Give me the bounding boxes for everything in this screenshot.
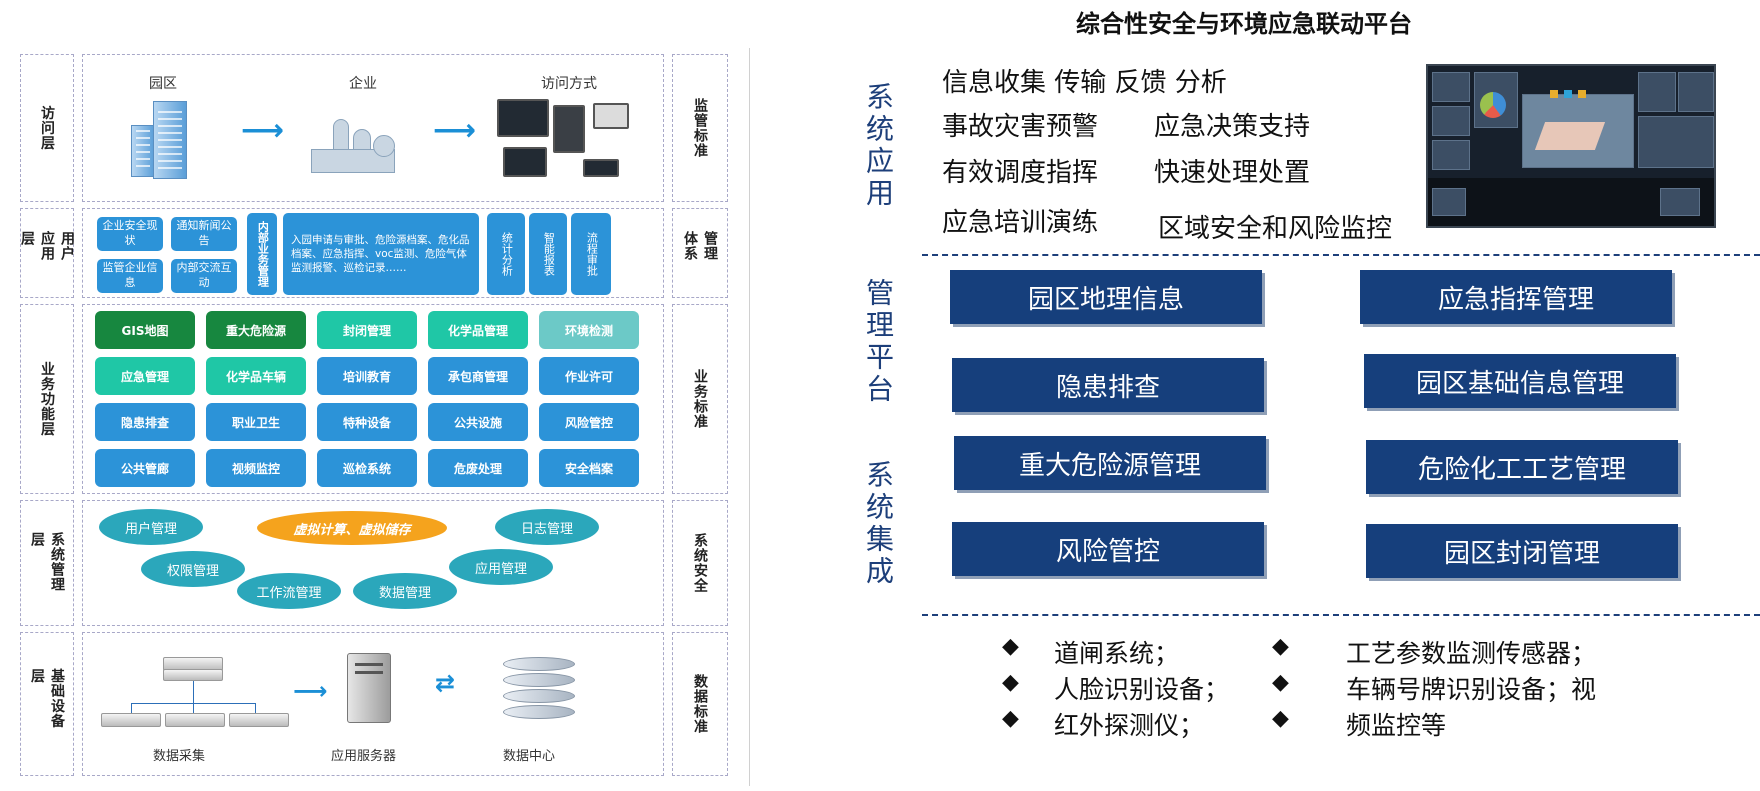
function-special-equipment[interactable]: 特种设备 xyxy=(317,403,417,441)
bullet-diamond-icon: ◆ xyxy=(1002,634,1019,659)
function-env-detection[interactable]: 环境检测 xyxy=(539,311,639,349)
arrow-bidirectional-icon: ⇄ xyxy=(435,669,456,697)
integ-process-sensor: 工艺参数监测传感器； xyxy=(1346,639,1597,668)
function-safety-archive[interactable]: 安全档案 xyxy=(539,449,639,487)
business-process-box[interactable]: 入园申请与审批、危险源档案、危化品档案、应急指挥、voc监测、危险气体监测报警、… xyxy=(283,213,479,295)
bullet-diamond-icon: ◆ xyxy=(1272,706,1289,731)
log-management[interactable]: 日志管理 xyxy=(495,509,599,545)
system-layer-label: 系统管理层 xyxy=(29,532,65,592)
function-occupational-health[interactable]: 职业卫生 xyxy=(206,403,306,441)
app-item-monitoring: 区域安全和风险监控 xyxy=(1158,214,1393,244)
virtual-compute-storage[interactable]: 虚拟计算、虚拟储存 xyxy=(257,511,447,545)
app-item-info: 信息收集 传输 反馈 分析 xyxy=(942,68,1227,98)
function-training[interactable]: 培训教育 xyxy=(317,357,417,395)
mgmt-hazard-check[interactable]: 隐患排查 xyxy=(952,358,1264,412)
bullet-diamond-icon: ◆ xyxy=(1272,634,1289,659)
function-major-hazard[interactable]: 重大危险源 xyxy=(206,311,306,349)
function-video-monitor[interactable]: 视频监控 xyxy=(206,449,306,487)
function-public-facility[interactable]: 公共设施 xyxy=(428,403,528,441)
integ-video: 频监控等 xyxy=(1346,711,1447,740)
smart-report-box[interactable]: 智能报表 xyxy=(529,213,567,295)
application-management[interactable]: 应用管理 xyxy=(449,549,553,585)
function-inspection-system[interactable]: 巡检系统 xyxy=(317,449,417,487)
business-layer-label: 业务功能层 xyxy=(39,361,55,437)
integ-face-recognition: 人脸识别设备； xyxy=(1054,675,1230,704)
mgmt-major-hazard[interactable]: 重大危险源管理 xyxy=(954,436,1266,490)
regulated-enterprise-box[interactable]: 监管企业信息 xyxy=(97,259,163,293)
platform-title: 综合性安全与环境应急联动平台 xyxy=(1076,9,1412,38)
enterprise-safety-box[interactable]: 企业安全现状 xyxy=(97,217,163,251)
mgmt-chemical-process[interactable]: 危险化工工艺管理 xyxy=(1366,440,1678,494)
mgmt-park-base-info[interactable]: 园区基础信息管理 xyxy=(1364,354,1676,408)
park-title: 园区 xyxy=(149,76,177,92)
app-item-warning: 事故灾害预警 xyxy=(942,112,1099,142)
section-system-integration: 系统集成 xyxy=(862,460,895,588)
access-method-title: 访问方式 xyxy=(541,76,597,92)
app-server-caption: 应用服务器 xyxy=(331,749,397,764)
section-management-platform: 管理平台 xyxy=(862,278,895,406)
system-layer: 系统管理层 用户管理 虚拟计算、虚拟储存 日志管理 权限管理 应用管理 工作流管… xyxy=(20,500,748,626)
bullet-diamond-icon: ◆ xyxy=(1272,670,1289,695)
app-item-decision: 应急决策支持 xyxy=(1154,112,1311,142)
function-contractor-mgmt[interactable]: 承包商管理 xyxy=(428,357,528,395)
data-management[interactable]: 数据管理 xyxy=(353,573,457,609)
business-function-grid: GIS地图重大危险源封闭管理化学品管理环境检测应急管理化学品车辆培训教育承包商管… xyxy=(82,304,664,494)
workflow-management[interactable]: 工作流管理 xyxy=(237,573,341,609)
user-app-layer-label: 用户应用层 xyxy=(19,231,75,261)
divider-top xyxy=(922,254,1760,256)
function-risk-control[interactable]: 风险管控 xyxy=(539,403,639,441)
system-standard-label: 系统安全 xyxy=(692,533,708,593)
access-layer-label: 访问层 xyxy=(39,105,55,151)
function-chemical-mgmt[interactable]: 化学品管理 xyxy=(428,311,528,349)
infra-layer: 基础设备层 ⟶ ⇄ xyxy=(20,632,748,776)
access-layer: 访问层 园区 企业 访问方式 ⟶ ⟶ xyxy=(20,54,748,202)
function-public-pipe[interactable]: 公共管廊 xyxy=(95,449,195,487)
infra-layer-label: 基础设备层 xyxy=(29,668,65,729)
user-management[interactable]: 用户管理 xyxy=(99,509,203,545)
function-closure-mgmt[interactable]: 封闭管理 xyxy=(317,311,417,349)
function-gis-map[interactable]: GIS地图 xyxy=(95,311,195,349)
function-work-permit[interactable]: 作业许可 xyxy=(539,357,639,395)
function-emergency-mgmt[interactable]: 应急管理 xyxy=(95,357,195,395)
integ-barrier: 道闸系统； xyxy=(1054,639,1180,668)
function-hazard-check[interactable]: 隐患排查 xyxy=(95,403,195,441)
mgmt-park-geo[interactable]: 园区地理信息 xyxy=(950,270,1262,324)
infra-standard-label: 数据标准 xyxy=(692,674,708,734)
data-center-caption: 数据中心 xyxy=(503,749,556,764)
user-app-standard-label: 管理体系 xyxy=(682,231,718,261)
section-system-application: 系统应用 xyxy=(862,82,895,210)
internal-exchange-box[interactable]: 内部交流互动 xyxy=(171,259,237,293)
data-collection-caption: 数据采集 xyxy=(153,749,206,764)
mgmt-park-closure[interactable]: 园区封闭管理 xyxy=(1366,524,1678,578)
notice-news-box[interactable]: 通知新闻公告 xyxy=(171,217,237,251)
statistics-box[interactable]: 统计分析 xyxy=(487,213,525,295)
mgmt-emergency-command[interactable]: 应急指挥管理 xyxy=(1360,270,1672,324)
enterprise-title: 企业 xyxy=(349,76,377,92)
app-item-disposal: 快速处理处置 xyxy=(1154,158,1311,188)
permission-management[interactable]: 权限管理 xyxy=(141,551,245,587)
mgmt-risk-control[interactable]: 风险管控 xyxy=(952,522,1264,576)
arrow-right-icon: ⟶ xyxy=(293,677,328,705)
business-layer: 业务功能层 GIS地图重大危险源封闭管理化学品管理环境检测应急管理化学品车辆培训… xyxy=(20,304,748,494)
arrow-right-icon: ⟶ xyxy=(241,113,285,148)
access-standard-label: 监管标准 xyxy=(692,98,708,158)
architecture-diagram: 访问层 园区 企业 访问方式 ⟶ ⟶ xyxy=(16,48,750,786)
bullet-diamond-icon: ◆ xyxy=(1002,706,1019,731)
user-app-layer: 用户应用层 企业安全现状 通知新闻公告 监管企业信息 内部交流互动 内部业务管理… xyxy=(19,208,748,298)
integ-plate-recognition: 车辆号牌识别设备；视 xyxy=(1346,675,1597,704)
dashboard-screenshot xyxy=(1426,64,1716,228)
flow-approval-box[interactable]: 流程审批 xyxy=(571,213,611,295)
divider-bottom xyxy=(922,614,1760,616)
integ-infrared: 红外探测仪； xyxy=(1054,711,1205,740)
bullet-diamond-icon: ◆ xyxy=(1002,670,1019,695)
function-waste-disposal[interactable]: 危废处理 xyxy=(428,449,528,487)
business-standard-label: 业务标准 xyxy=(692,369,708,429)
internal-business-box[interactable]: 内部业务管理 xyxy=(247,213,277,295)
arrow-right-icon: ⟶ xyxy=(433,113,477,148)
app-item-dispatch: 有效调度指挥 xyxy=(942,158,1099,188)
app-item-training: 应急培训演练 xyxy=(942,208,1099,238)
function-chemical-vehicle[interactable]: 化学品车辆 xyxy=(206,357,306,395)
